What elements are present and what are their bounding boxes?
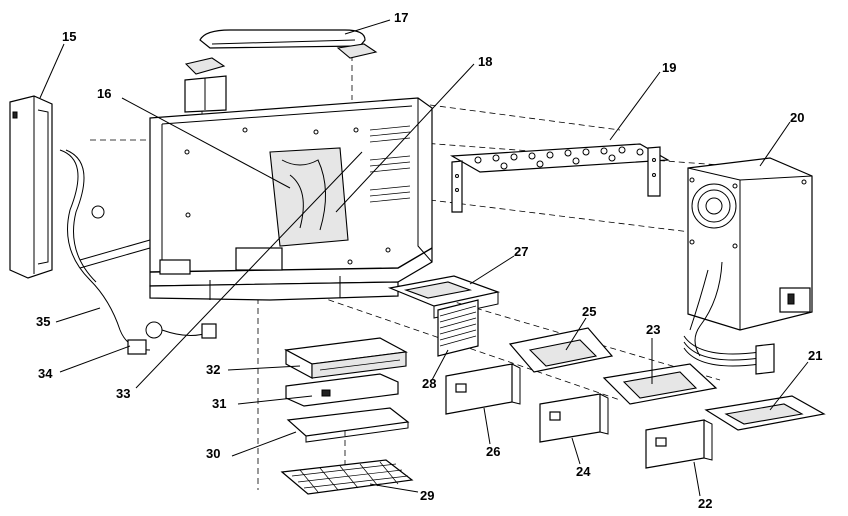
callout-25: 25 [582,304,596,319]
bracket-part-26 [445,363,521,415]
callout-29: 29 [420,488,434,503]
cable-assembly-part-34-35 [59,149,217,355]
callout-labels: 15 16 17 18 19 20 21 22 23 24 25 26 27 2… [36,10,822,511]
callout-16: 16 [97,86,111,101]
main-chassis [149,97,433,301]
callout-18: 18 [478,54,492,69]
callout-23: 23 [646,322,660,337]
plate-part-30 [286,407,410,443]
top-plate-part-19 [449,143,671,213]
callout-30: 30 [206,446,220,461]
callout-20: 20 [790,110,804,125]
callout-19: 19 [662,60,676,75]
callout-28: 28 [422,376,436,391]
callout-21: 21 [808,348,822,363]
expansion-board-part-23 [602,363,718,405]
side-panel-part-15 [9,95,53,279]
callout-15: 15 [62,29,76,44]
callout-35: 35 [36,314,50,329]
callout-27: 27 [514,244,528,259]
callout-24: 24 [576,464,591,479]
callout-34: 34 [38,366,53,381]
callout-33: 33 [116,386,130,401]
handle-part-17 [184,29,378,113]
callout-17: 17 [394,10,408,25]
expansion-board-part-21 [704,395,826,431]
keyboard-part-29 [280,459,414,495]
drive-part-32 [284,337,408,380]
tray-part-31 [285,373,399,407]
callout-32: 32 [206,362,220,377]
leader-lines [39,19,809,497]
power-supply-part-20 [683,157,813,375]
bracket-part-24 [539,393,609,443]
callout-31: 31 [212,396,226,411]
expansion-board-part-25 [508,327,614,373]
ribbon-cable-part-28 [437,299,479,357]
callout-22: 22 [698,496,712,511]
bracket-part-22 [645,419,713,469]
callout-26: 26 [486,444,500,459]
